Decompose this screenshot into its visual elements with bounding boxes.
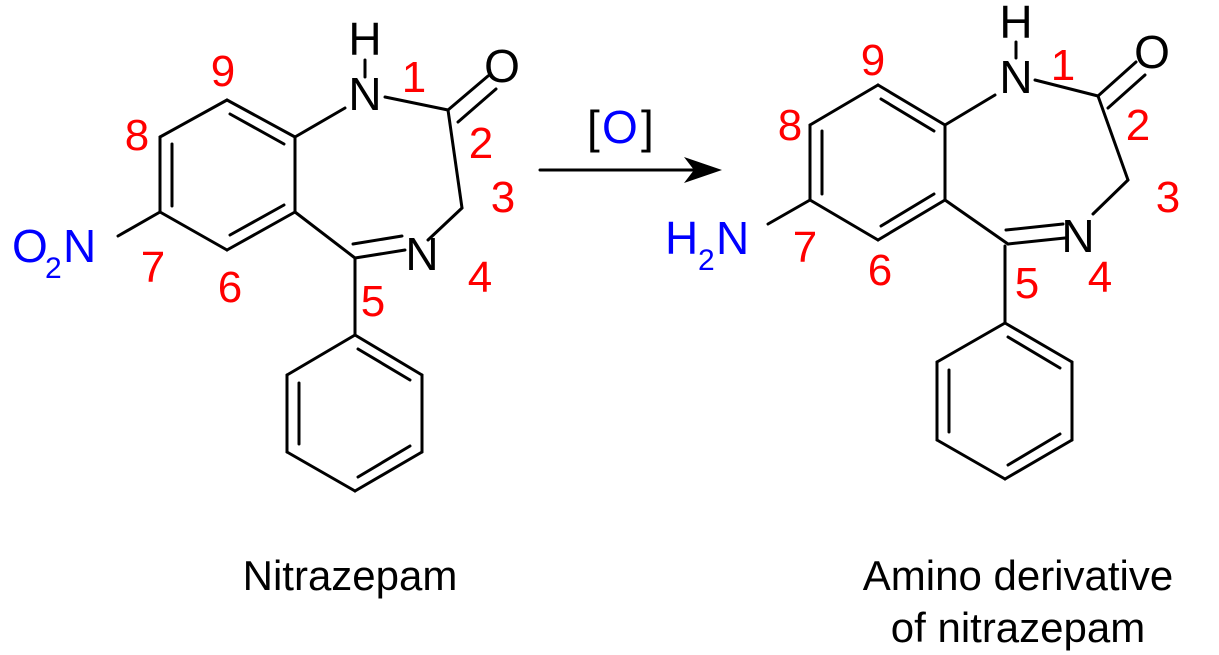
reagent-bracket-close: ] [641,101,654,153]
ring-number-8: 8 [778,101,802,150]
ring-number-1: 1 [1051,41,1075,90]
phenyl-bond [935,438,1007,481]
bond-c7-nh2 [766,198,812,226]
ring-number-1: 1 [402,53,426,102]
bond-c2-o-double [1106,73,1147,110]
bond-c3-n4 [1091,178,1130,216]
phenyl-inner-bond [1006,432,1062,467]
reagent-oxygen: O [602,101,638,153]
bond-c9a-n1 [943,93,997,127]
nitro-n-atom: N [63,220,96,272]
amino-n-atom: N [716,212,749,264]
bond-n4-c5-double [351,234,404,246]
bond-n4-c5-double [1004,222,1065,232]
phenyl-bond [1003,438,1074,481]
ring-number-7: 7 [141,243,165,292]
nitro-group-label: O 2 N [12,220,96,285]
atom-n4: N [405,228,438,280]
phenyl-bond [285,333,357,377]
atom-n1: N [999,51,1032,103]
aromatic-inner-bond [879,192,936,228]
aromatic-inner-bond [879,97,936,133]
product-caption-line2: of nitrazepam [891,604,1145,651]
bond-n1-c2 [1033,78,1100,98]
atom-n1: N [348,68,381,120]
phenyl-bond [285,450,357,493]
bond-c7-no2 [116,210,162,238]
ring-number-7: 7 [793,223,817,272]
ring-number-4: 4 [1088,253,1112,302]
ring-number-9: 9 [211,47,235,96]
nitro-o-subscript: 2 [45,252,62,285]
amino-nitrazepam-numbering: 1 2 3 4 5 6 7 8 9 [778,36,1180,308]
arrow-head-icon [684,157,722,183]
amino-h-subscript: 2 [698,244,715,277]
bond-c2-o-double [456,87,498,124]
bond-c9a-n1 [293,106,347,139]
bond-c2-c3 [446,108,464,210]
reagent-bracket-open: [ [587,101,600,153]
ring-number-9: 9 [861,36,885,85]
bond-n4-c5 [1006,236,1067,246]
amino-nitrazepam-structure: H N O N H 2 N 1 2 3 4 5 6 7 8 9 [665,0,1180,481]
nitrazepam-structure: H N O N O 2 N 1 2 3 4 5 6 7 8 9 [12,13,520,493]
phenyl-inner-bond [356,444,412,479]
bond-c6-c7 [158,210,229,252]
ring-number-6: 6 [218,263,242,312]
bond-c5a-c6 [876,198,947,242]
bond-c8-c9 [158,98,229,139]
phenyl-bond [353,333,424,377]
amino-h-atom: H [665,212,698,264]
phenyl-inner-bond [356,347,412,382]
ring-number-6: 6 [868,246,892,295]
atom-o-carbonyl: O [1134,26,1170,78]
ring-number-2: 2 [469,119,493,168]
bond-c9-c9a [225,98,297,139]
ring-number-8: 8 [125,111,149,160]
phenyl-bond [353,450,424,493]
reactant-caption: Nitrazepam [243,552,458,599]
bond-n4-c5 [353,248,407,260]
phenyl-bond [1003,321,1074,364]
nitro-o-atom: O [12,220,48,272]
reagent-label: [ O ] [587,101,654,153]
ring-number-3: 3 [491,173,515,222]
bond-c5a-c6 [225,210,297,252]
bond-c8-c9 [808,83,880,127]
ring-number-4: 4 [468,253,492,302]
bond-c3-n4 [426,206,464,242]
ring-number-3: 3 [1156,173,1180,222]
phenyl-bond [935,321,1007,364]
bond-c9-c9a [876,83,947,127]
amino-group-label: H 2 N [665,212,749,277]
ring-number-5: 5 [361,277,385,326]
aromatic-inner-bond [228,112,286,146]
atom-h: H [999,0,1032,48]
bond-n1-c2 [383,95,450,112]
aromatic-inner-bond [228,203,286,237]
nitrazepam-numbering: 1 2 3 4 5 6 7 8 9 [125,47,515,326]
product-caption-line1: Amino derivative [863,552,1173,599]
atom-n4: N [1061,210,1094,262]
bond-c2-o [1096,60,1138,98]
bond-c6-c7 [808,198,880,242]
ring-number-5: 5 [1015,259,1039,308]
reaction-arrow-group: [ O ] [538,101,722,183]
ring-number-2: 2 [1126,101,1150,150]
atom-h: H [348,13,381,65]
bond-c2-o [446,74,490,112]
phenyl-inner-bond [1006,335,1062,370]
atom-o-carbonyl: O [484,40,520,92]
bond-c2-c3 [1096,94,1130,182]
bond-c5-c5a [943,198,1010,246]
bond-c5-c5a [293,210,357,260]
